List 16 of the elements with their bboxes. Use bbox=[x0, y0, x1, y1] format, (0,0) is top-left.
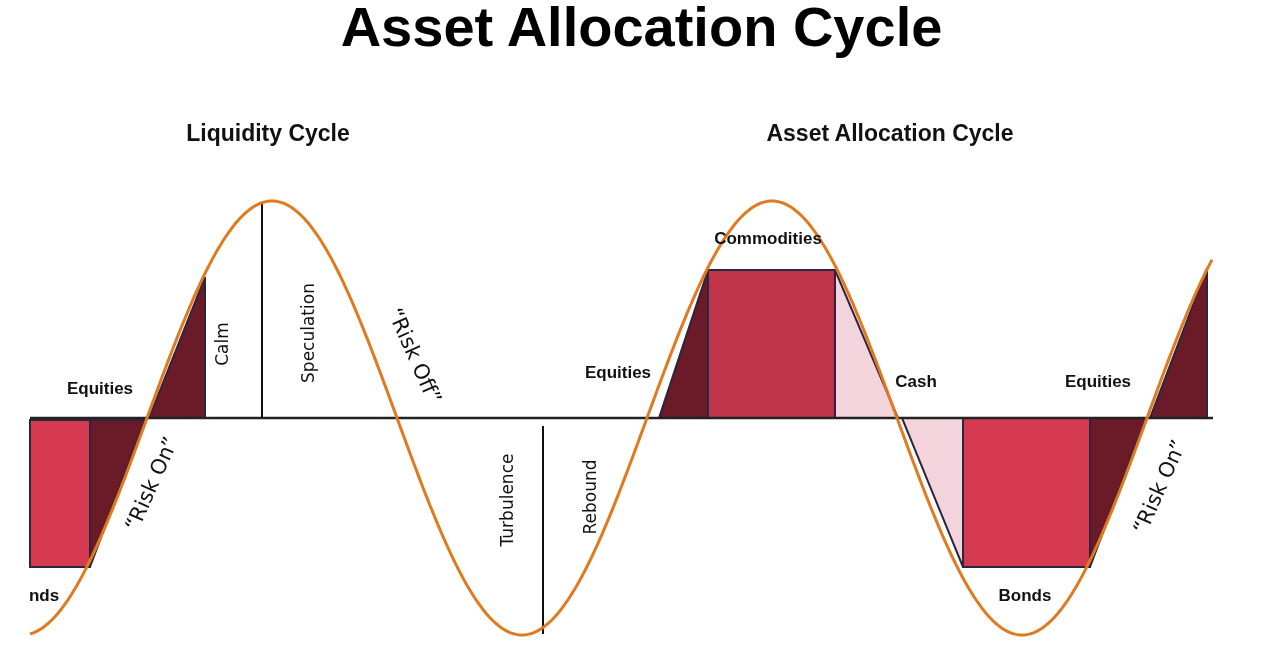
subtitle: Liquidity Cycle bbox=[186, 121, 350, 145]
phase-label: “Risk On” bbox=[1130, 437, 1190, 537]
phase-label: Rebound bbox=[581, 459, 599, 535]
phase-label: Equities bbox=[584, 363, 652, 381]
phase-label: “Risk Off” bbox=[383, 305, 445, 407]
title: Asset Allocation Cycle bbox=[339, 0, 944, 58]
phase-label: Speculation bbox=[299, 283, 317, 383]
subtitle: Asset Allocation Cycle bbox=[766, 121, 1014, 145]
phase-label: Equities bbox=[1064, 372, 1132, 390]
phase-label: Turbulence bbox=[498, 453, 516, 547]
phase-label: Calm bbox=[213, 322, 231, 366]
phase-label: nds bbox=[28, 586, 60, 604]
phase-label: “Risk On” bbox=[122, 434, 182, 534]
phase-label: Equities bbox=[66, 379, 134, 397]
phase-label: Cash bbox=[895, 372, 937, 390]
phase-label: Bonds bbox=[998, 586, 1052, 604]
